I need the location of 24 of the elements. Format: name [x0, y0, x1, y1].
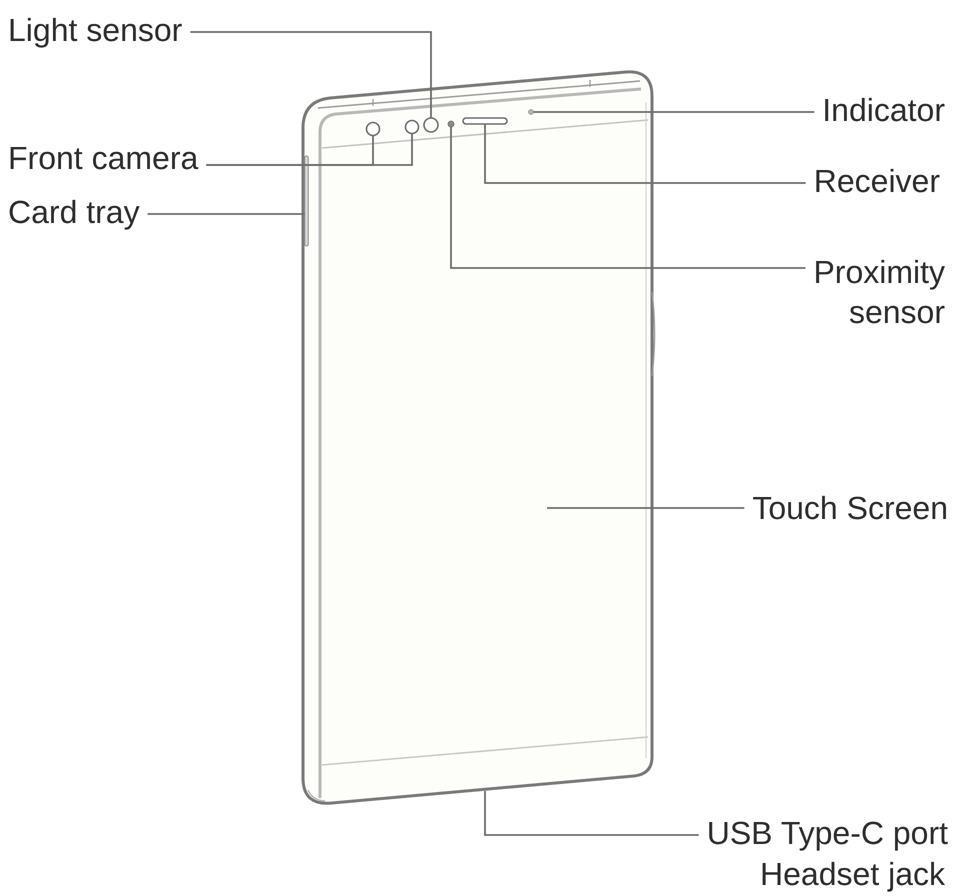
leader-line — [148, 213, 305, 215]
card-tray-slot — [304, 156, 309, 246]
leader-line — [206, 134, 413, 166]
leader-line — [534, 111, 814, 113]
camera-lens — [366, 122, 380, 136]
leader-line — [484, 124, 806, 184]
part-label: Indicator — [822, 90, 945, 130]
part-label: Front camera — [8, 138, 198, 178]
part-label: Headset jack — [760, 855, 945, 894]
part-label: Light sensor — [8, 10, 182, 50]
part-label: USB Type-C port — [706, 813, 948, 853]
part-label: Receiver — [814, 161, 940, 201]
sensor-circle — [423, 117, 439, 133]
part-label: Card tray — [8, 192, 140, 232]
indicator-dot — [528, 109, 534, 115]
sensor-dot — [448, 120, 454, 128]
leader-line — [547, 507, 744, 509]
part-label: Touch Screen — [752, 488, 948, 528]
leader-line — [190, 31, 432, 118]
receiver-slot — [462, 117, 508, 125]
camera-lens — [404, 120, 420, 134]
leader-line — [484, 791, 699, 836]
leader-line — [450, 127, 806, 269]
part-label: Proximity sensor — [813, 252, 945, 332]
